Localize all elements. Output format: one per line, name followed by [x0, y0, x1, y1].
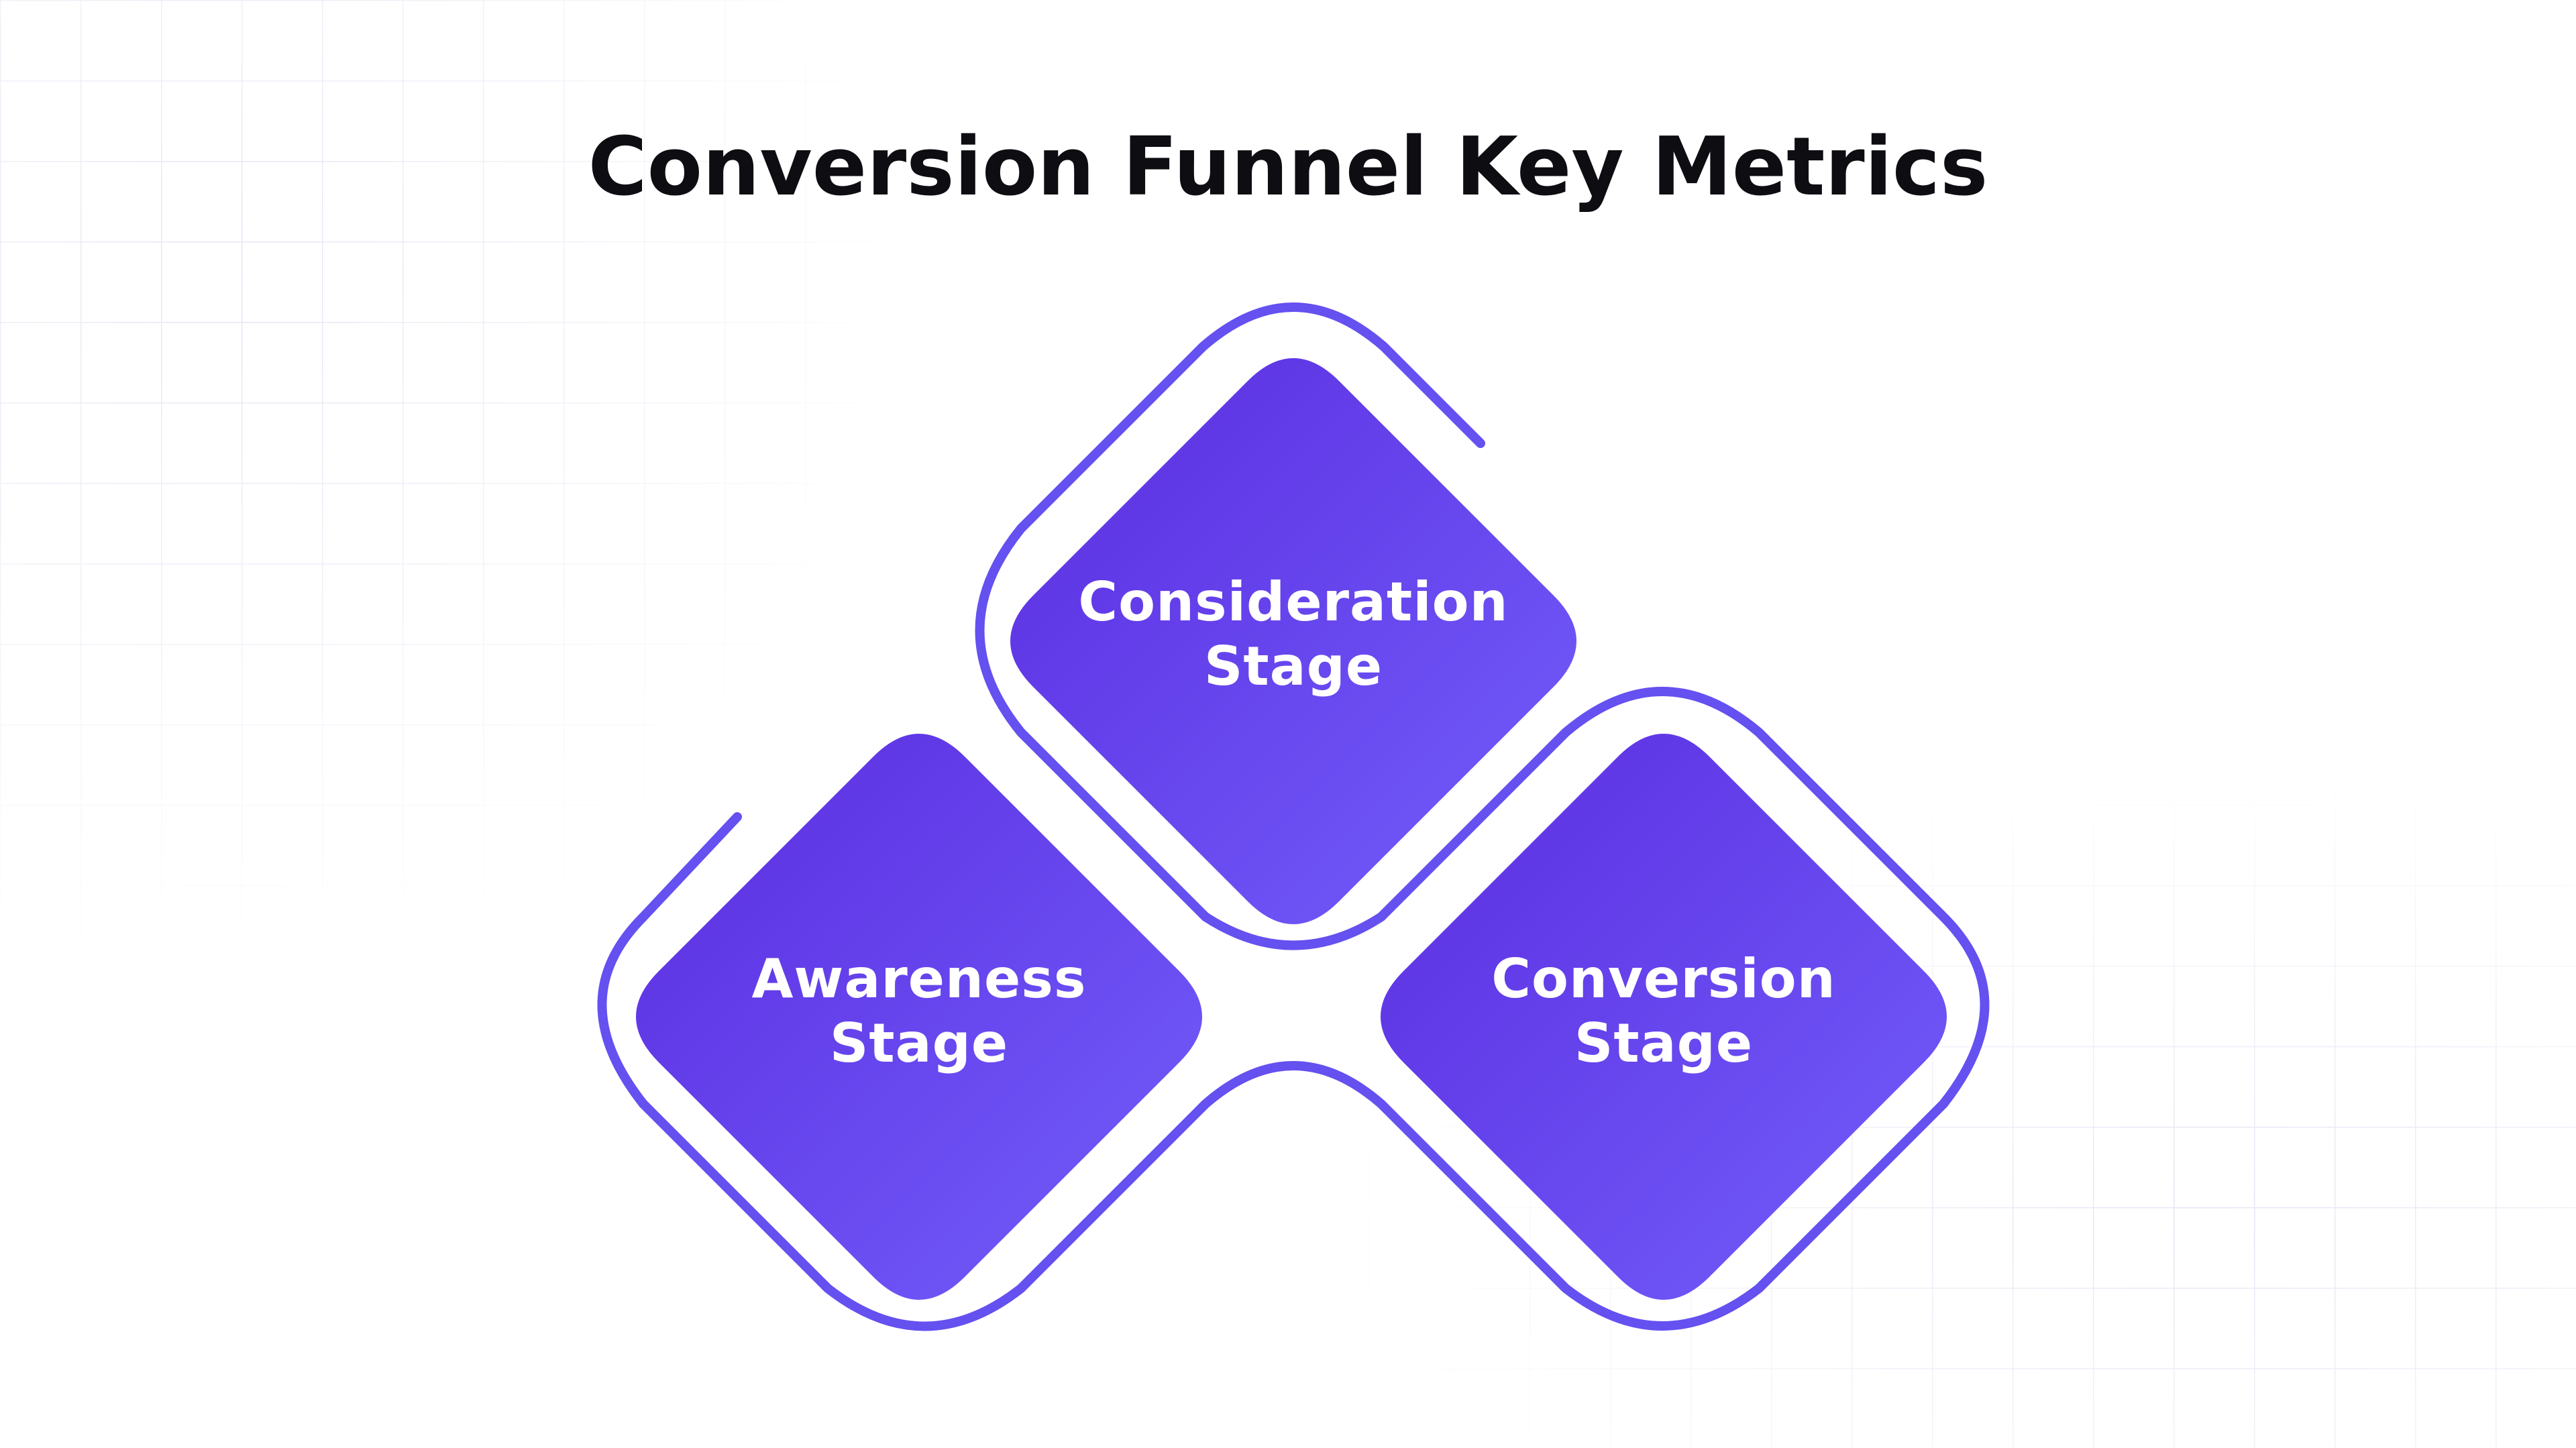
diamond-conversion[interactable]	[1381, 734, 1947, 1300]
diagram-title: Conversion Funnel Key Metrics	[588, 121, 1988, 214]
node-label-conversion-line1: Conversion	[1491, 948, 1836, 1010]
diamond-awareness[interactable]	[636, 734, 1202, 1300]
diamond-consideration[interactable]	[1010, 358, 1576, 924]
outline-consideration	[597, 302, 1990, 1331]
grid-top-left	[0, 0, 939, 939]
node-label-consideration-line1: Consideration	[1078, 571, 1509, 633]
node-label-awareness: Awareness Stage	[684, 947, 1154, 1076]
node-label-conversion-line2: Stage	[1574, 1012, 1754, 1074]
node-label-consideration: Consideration Stage	[1059, 570, 1528, 699]
node-label-awareness-line2: Stage	[829, 1012, 1009, 1074]
node-label-awareness-line1: Awareness	[751, 948, 1087, 1010]
node-label-conversion: Conversion Stage	[1429, 947, 1898, 1076]
node-label-consideration-line2: Stage	[1203, 635, 1383, 698]
